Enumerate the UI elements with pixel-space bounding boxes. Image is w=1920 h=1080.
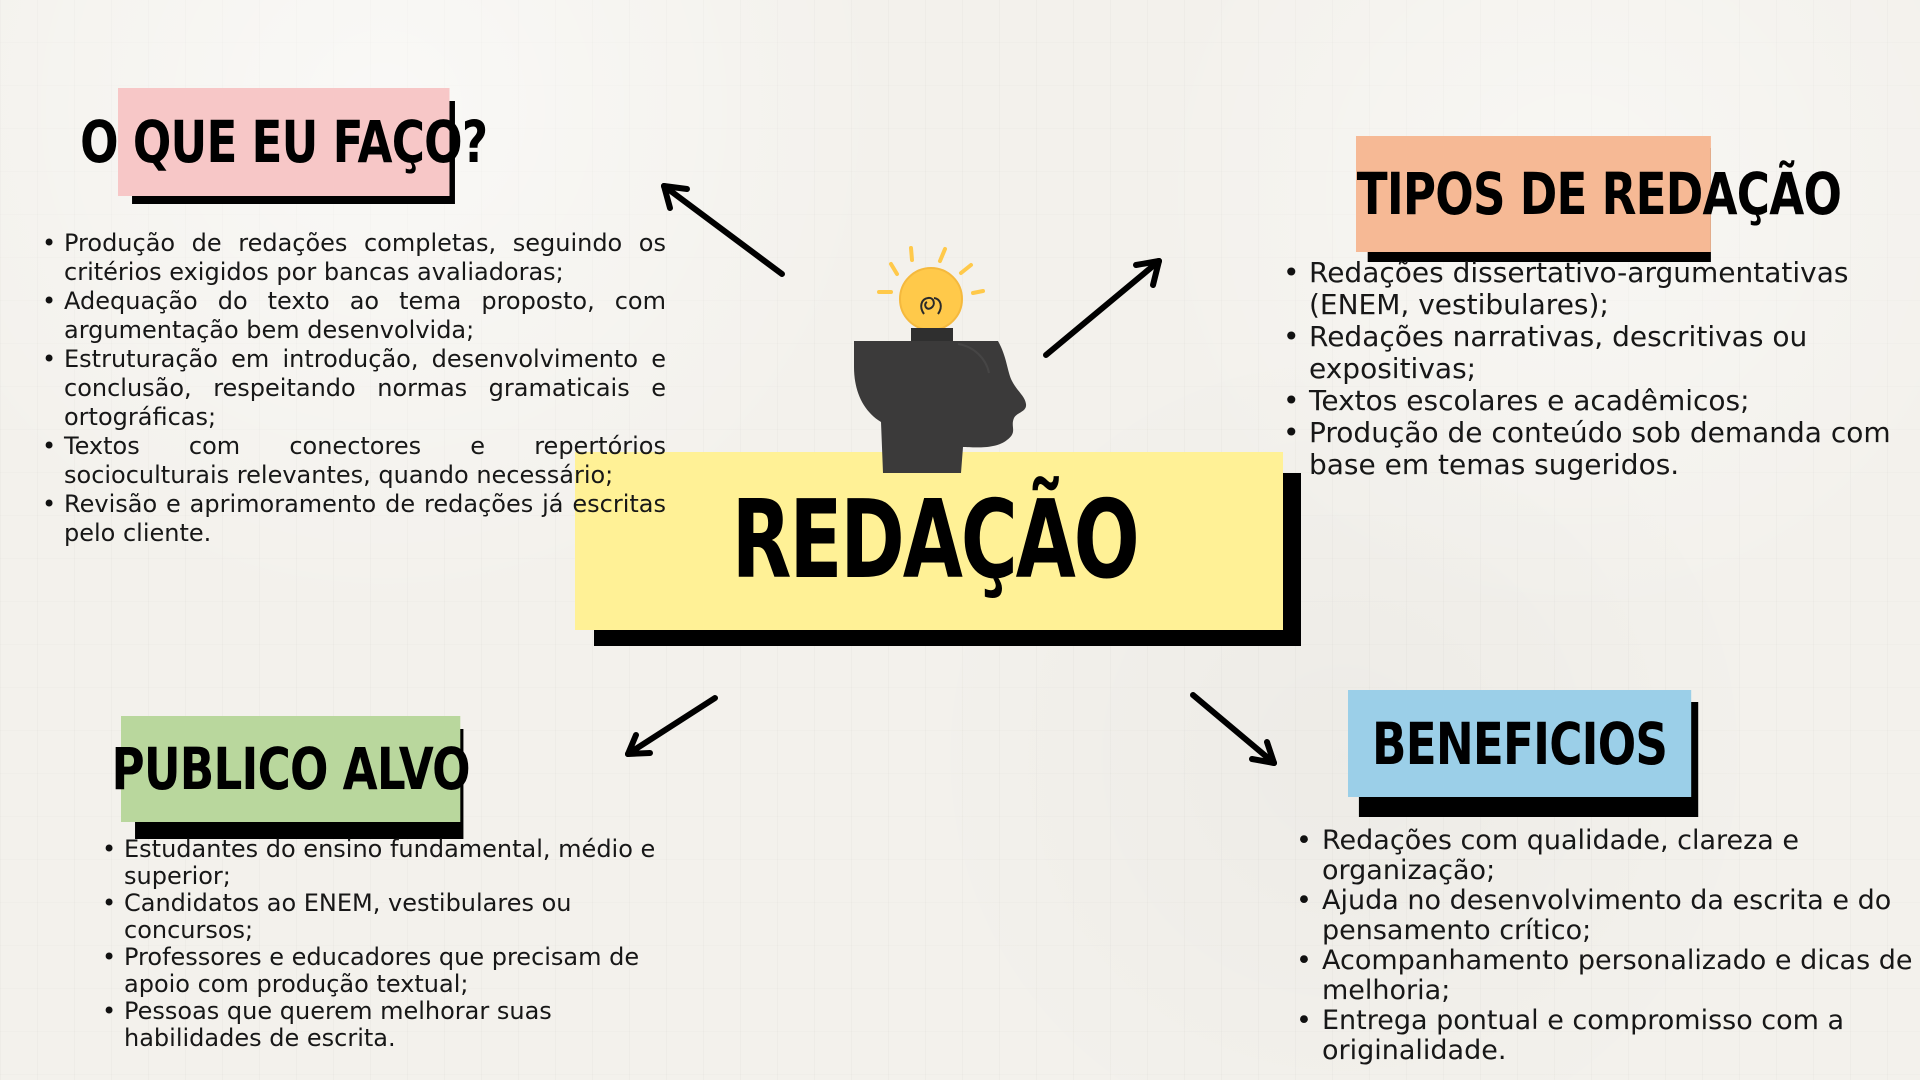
arrow-to-tipos-de-redacao xyxy=(1043,258,1162,358)
publico-alvo-list: Estudantes do ensino fundamental, médio … xyxy=(102,836,682,1052)
arrow-to-beneficios xyxy=(1190,692,1277,766)
list-item: Redações com qualidade, clareza e organi… xyxy=(1296,826,1920,886)
list-item: Entrega pontual e compromisso com a orig… xyxy=(1296,1006,1920,1066)
list-item: Pessoas que querem melhorar suas habilid… xyxy=(102,998,682,1052)
list-item: Textos escolares e acadêmicos; xyxy=(1283,385,1900,418)
tipos-de-redacao-list: Redações dissertativo-argumentativas (EN… xyxy=(1283,257,1900,481)
list-item: Estruturação em introdução, desenvolvime… xyxy=(42,345,666,432)
list-item: Ajuda no desenvolvimento da escrita e do… xyxy=(1296,886,1920,946)
o-que-eu-faco-title-box: O QUE EU FAÇO? xyxy=(80,88,488,204)
list-item: Acompanhamento personalizado e dicas de … xyxy=(1296,946,1920,1006)
arrow-to-o-que-eu-faco xyxy=(661,183,785,277)
list-item: Redações narrativas, descritivas ou expo… xyxy=(1283,321,1900,385)
o-que-eu-faco-list: Produção de redações completas, seguindo… xyxy=(42,229,666,548)
publico-alvo-title: PUBLICO ALVO xyxy=(111,735,470,803)
list-item: Professores e educadores que precisam de… xyxy=(102,944,682,998)
tipos-de-redacao-title: TIPOS DE REDAÇÃO xyxy=(1356,160,1842,228)
o-que-eu-faco-title: O QUE EU FAÇO? xyxy=(80,108,488,176)
tipos-de-redacao-title-box: TIPOS DE REDAÇÃO xyxy=(1356,136,1842,262)
list-item: Produção de redações completas, seguindo… xyxy=(42,229,666,287)
list-item: Adequação do texto ao tema proposto, com… xyxy=(42,287,666,345)
list-item: Revisão e aprimoramento de redações já e… xyxy=(42,490,666,548)
head-with-lightbulb-icon xyxy=(854,246,1027,473)
list-item: Estudantes do ensino fundamental, médio … xyxy=(102,836,682,890)
publico-alvo-title-box: PUBLICO ALVO xyxy=(111,716,471,839)
beneficios-title-box: BENEFICIOS xyxy=(1348,690,1699,817)
beneficios-list: Redações com qualidade, clareza e organi… xyxy=(1296,826,1920,1066)
list-item: Textos com conectores e repertórios soci… xyxy=(42,432,666,490)
beneficios-title: BENEFICIOS xyxy=(1372,709,1668,778)
list-item: Redações dissertativo-argumentativas (EN… xyxy=(1283,257,1900,321)
arrow-to-publico-alvo xyxy=(625,695,718,757)
list-item: Produção de conteúdo sob demanda com bas… xyxy=(1283,417,1900,481)
list-item: Candidatos ao ENEM, vestibulares ou conc… xyxy=(102,890,682,944)
redacao-main-title: REDAÇÃO xyxy=(731,477,1140,603)
